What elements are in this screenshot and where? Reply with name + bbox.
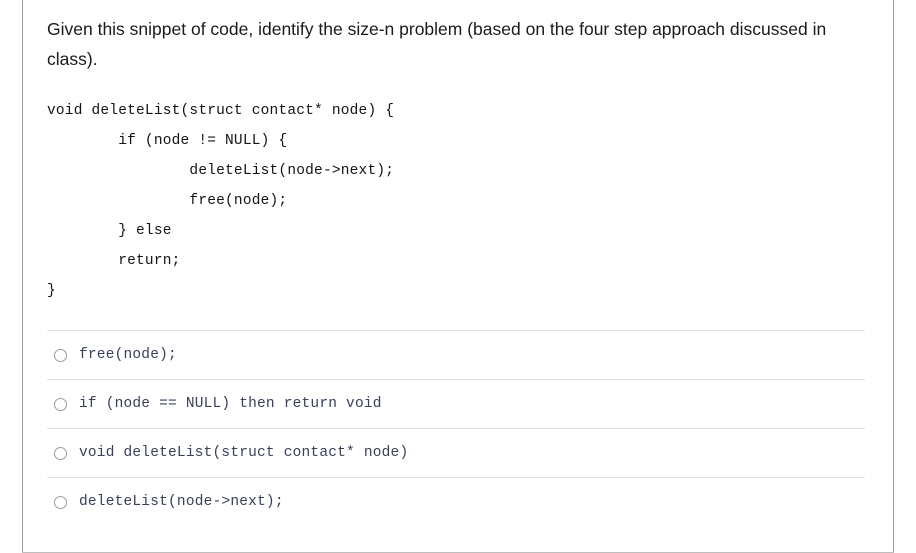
answer-option-1[interactable]: free(node); — [47, 330, 865, 379]
code-snippet: void deleteList(struct contact* node) { … — [47, 103, 395, 299]
radio-button-icon[interactable] — [54, 495, 67, 509]
answer-option-2[interactable]: if (node == NULL) then return void — [47, 379, 865, 428]
radio-button-icon[interactable] — [54, 446, 67, 460]
answer-option-label: if (node == NULL) then return void — [79, 396, 382, 412]
card-left-border — [22, 0, 23, 553]
radio-button-icon[interactable] — [54, 348, 67, 362]
radio-button-icon[interactable] — [54, 397, 67, 411]
answer-options-list: free(node); if (node == NULL) then retur… — [47, 330, 865, 526]
card-right-border — [893, 0, 894, 553]
answer-option-3[interactable]: void deleteList(struct contact* node) — [47, 428, 865, 477]
answer-option-label: free(node); — [79, 347, 177, 363]
question-card: Given this snippet of code, identify the… — [23, 0, 893, 553]
answer-option-4[interactable]: deleteList(node->next); — [47, 477, 865, 526]
answer-option-label: void deleteList(struct contact* node) — [79, 445, 409, 461]
answer-option-label: deleteList(node->next); — [79, 494, 284, 510]
question-prompt: Given this snippet of code, identify the… — [47, 19, 827, 69]
